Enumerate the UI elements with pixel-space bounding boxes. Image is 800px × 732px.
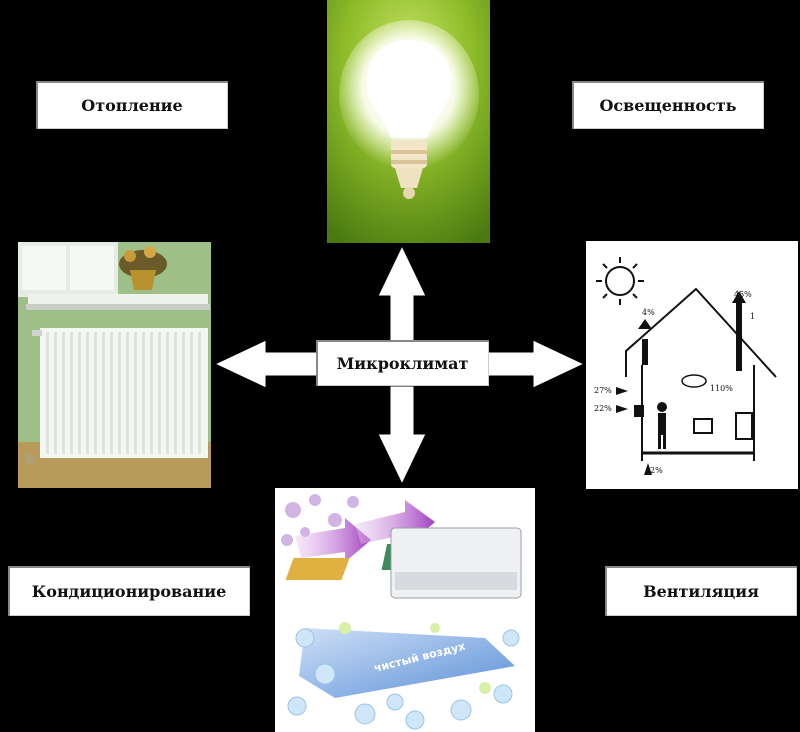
arrow-left xyxy=(213,339,319,389)
house-value-1: 1 xyxy=(750,312,755,321)
arrow-right xyxy=(486,339,586,389)
ventilation-label: Вентиляция xyxy=(605,566,797,616)
house-ventilation-image: 45% 4% 27% 22% 110% 2% 1 xyxy=(586,241,798,489)
conditioning-label: Кондиционирование xyxy=(8,566,250,616)
lighting-label: Освещенность xyxy=(572,81,764,129)
air-conditioner-image: чистый воздух xyxy=(275,488,535,732)
center-label: Микроклимат xyxy=(316,340,489,386)
house-value-2: 2% xyxy=(650,466,663,475)
house-value-110: 110% xyxy=(710,384,733,393)
house-value-4: 4% xyxy=(642,308,655,317)
heating-label: Отопление xyxy=(36,81,228,129)
light-bulb-image xyxy=(327,0,490,243)
arrow-down xyxy=(377,385,427,486)
radiator-image xyxy=(18,242,211,488)
arrow-up xyxy=(377,244,427,343)
house-value-27: 27% xyxy=(594,386,612,395)
house-value-45: 45% xyxy=(734,290,752,299)
house-value-22: 22% xyxy=(594,404,612,413)
